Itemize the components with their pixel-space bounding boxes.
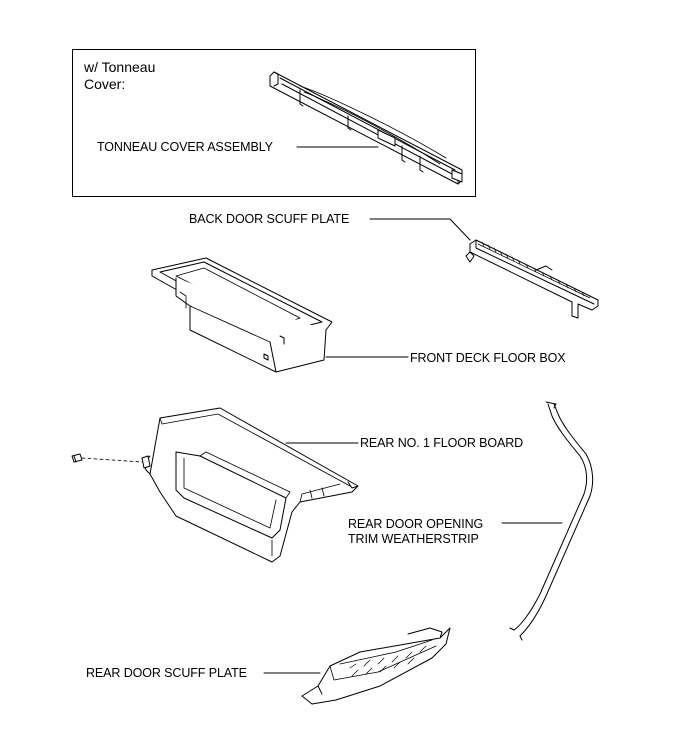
label-rear-door-opening-line1: REAR DOOR OPENING — [348, 517, 484, 531]
variant-note-line1: w/ Tonneau — [84, 59, 156, 75]
front-deck-floor-box-part — [151, 257, 333, 373]
back-door-leader-line — [369, 218, 471, 241]
label-back-door-scuff-plate: BACK DOOR SCUFF PLATE — [189, 212, 350, 226]
variant-frame — [72, 49, 476, 197]
back-door-scuff-plate-part — [465, 239, 599, 319]
weatherstrip-part — [509, 401, 594, 641]
variant-note-line2: Cover: — [84, 76, 126, 92]
rear-floor-board-part — [141, 407, 359, 563]
tonneau-cover-assembly-part — [269, 71, 463, 185]
rear-door-scuff-plate-part — [301, 627, 451, 705]
label-tonneau-cover-assembly: TONNEAU COVER ASSEMBLY — [97, 140, 273, 154]
label-front-deck-floor-box: FRONT DECK FLOOR BOX — [410, 351, 566, 365]
label-rear-door-opening-line2: TRIM WEATHERSTRIP — [348, 532, 479, 546]
label-rear-door-scuff-plate: REAR DOOR SCUFF PLATE — [86, 666, 247, 680]
label-rear-no1-floor-board: REAR NO. 1 FLOOR BOARD — [360, 436, 524, 450]
bolt-fastener — [71, 453, 143, 463]
